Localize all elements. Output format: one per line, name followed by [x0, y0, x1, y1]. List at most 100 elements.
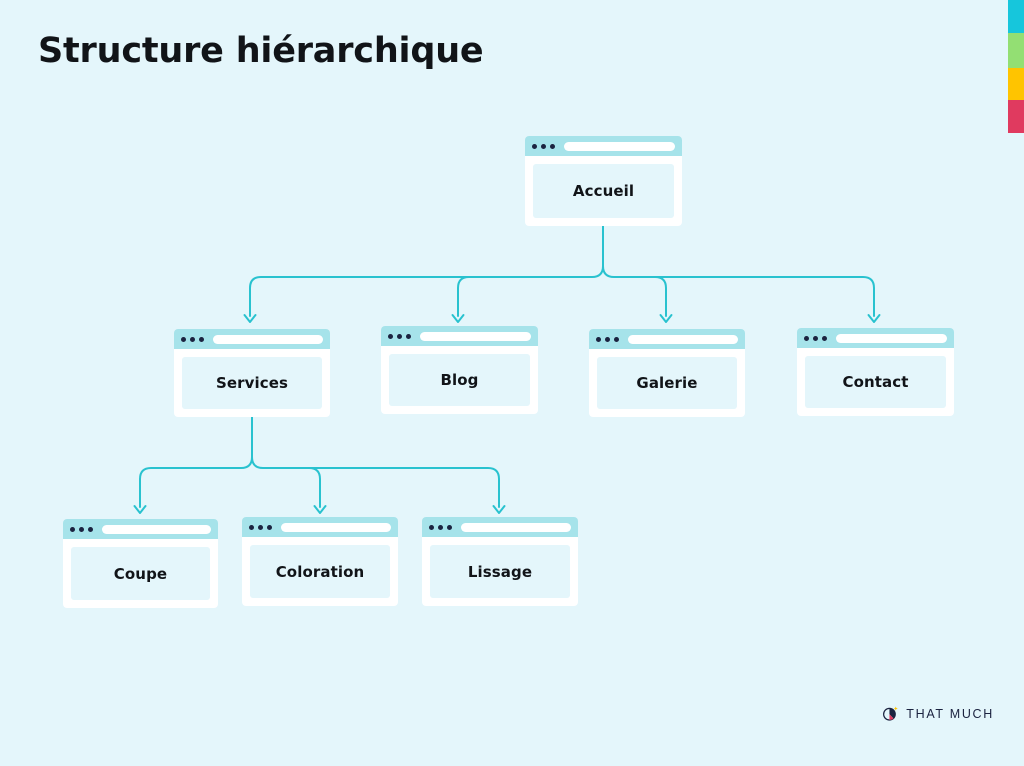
window-dots-icon	[596, 336, 619, 342]
brand-logo: THAT MUCH	[882, 705, 994, 722]
window-dots-icon	[249, 524, 272, 530]
connector-arrow-services-320	[313, 505, 327, 514]
node-label-lissage: Lissage	[467, 562, 533, 581]
window-dot	[429, 524, 434, 530]
window-dot	[804, 335, 809, 341]
connector-arrow-accueil-458	[451, 314, 465, 323]
url-bar[interactable]	[461, 522, 571, 532]
window-dots-icon	[804, 335, 827, 341]
window-dot	[614, 336, 619, 342]
node-label-accueil: Accueil	[572, 182, 635, 200]
card-titlebar	[589, 329, 745, 349]
node-label-coloration: Coloration	[275, 562, 365, 581]
card-body: Accueil	[525, 156, 682, 226]
url-bar[interactable]	[213, 334, 323, 344]
window-dot	[438, 524, 443, 530]
card-panel: Coloration	[250, 545, 390, 598]
card-titlebar	[525, 136, 682, 156]
card-panel: Accueil	[533, 164, 674, 218]
card-panel: Contact	[805, 356, 946, 408]
card-body: Services	[174, 349, 330, 417]
card-body: Galerie	[589, 349, 745, 417]
node-card-blog[interactable]: Blog	[381, 326, 538, 414]
card-body: Lissage	[422, 537, 578, 606]
node-card-coloration[interactable]: Coloration	[242, 517, 398, 606]
connector-bus-left-accueil	[249, 265, 604, 317]
url-bar[interactable]	[628, 334, 738, 344]
window-dot	[267, 524, 272, 530]
color-band-yellow	[1008, 68, 1024, 100]
connector-arrow-accueil-874	[867, 314, 881, 323]
window-dot	[181, 336, 186, 342]
window-dot	[70, 526, 75, 532]
node-label-contact: Contact	[842, 373, 909, 391]
node-label-galerie: Galerie	[636, 374, 698, 392]
node-card-lissage[interactable]: Lissage	[422, 517, 578, 606]
node-card-contact[interactable]: Contact	[797, 328, 954, 416]
card-titlebar	[242, 517, 398, 537]
url-bar[interactable]	[836, 333, 947, 343]
window-dot	[397, 333, 402, 339]
node-card-accueil[interactable]: Accueil	[525, 136, 682, 226]
window-dot	[822, 335, 827, 341]
window-dots-icon	[429, 524, 452, 530]
window-dot	[605, 336, 610, 342]
page-title: Structure hiérarchique	[38, 31, 484, 71]
color-band-pink	[1008, 100, 1024, 133]
card-panel: Coupe	[71, 547, 210, 600]
card-panel: Blog	[389, 354, 530, 406]
url-bar[interactable]	[420, 331, 531, 341]
card-titlebar	[422, 517, 578, 537]
window-dot	[199, 336, 204, 342]
card-titlebar	[797, 328, 954, 348]
connector-drop-accueil-666	[654, 276, 667, 317]
card-panel: Lissage	[430, 545, 570, 598]
window-dots-icon	[181, 336, 204, 342]
window-dots-icon	[70, 526, 93, 532]
window-dot	[447, 524, 452, 530]
card-titlebar	[174, 329, 330, 349]
window-dot	[550, 143, 555, 149]
card-body: Coupe	[63, 539, 218, 608]
node-label-blog: Blog	[440, 371, 479, 389]
color-band-green	[1008, 33, 1024, 68]
window-dot	[88, 526, 93, 532]
window-dot	[541, 143, 546, 149]
connector-bus-left-services	[139, 456, 253, 508]
card-titlebar	[381, 326, 538, 346]
node-card-services[interactable]: Services	[174, 329, 330, 417]
url-bar[interactable]	[281, 522, 391, 532]
connector-arrow-accueil-666	[659, 314, 673, 323]
right-color-strip	[1008, 0, 1024, 133]
node-card-coupe[interactable]: Coupe	[63, 519, 218, 608]
window-dot	[258, 524, 263, 530]
window-dot	[532, 143, 537, 149]
card-body: Contact	[797, 348, 954, 416]
connector-arrow-services-499	[492, 505, 506, 514]
window-dot	[813, 335, 818, 341]
url-bar[interactable]	[102, 524, 211, 534]
color-band-cyan	[1008, 0, 1024, 33]
window-dot	[406, 333, 411, 339]
connector-drop-accueil-458	[457, 276, 470, 317]
window-dot	[596, 336, 601, 342]
card-panel: Services	[182, 357, 322, 409]
window-dot	[249, 524, 254, 530]
node-label-services: Services	[215, 374, 289, 392]
connector-bus-right-services	[251, 456, 500, 508]
window-dot	[388, 333, 393, 339]
url-bar[interactable]	[564, 141, 675, 151]
node-label-coupe: Coupe	[113, 564, 168, 583]
connector-arrow-services-140	[133, 505, 147, 514]
card-panel: Galerie	[597, 357, 737, 409]
card-body: Coloration	[242, 537, 398, 606]
brand-name: THAT MUCH	[906, 706, 994, 721]
node-card-galerie[interactable]: Galerie	[589, 329, 745, 417]
card-body: Blog	[381, 346, 538, 414]
window-dot	[190, 336, 195, 342]
window-dots-icon	[388, 333, 411, 339]
window-dot	[79, 526, 84, 532]
connector-arrow-accueil-250	[243, 314, 257, 323]
window-dots-icon	[532, 143, 555, 149]
